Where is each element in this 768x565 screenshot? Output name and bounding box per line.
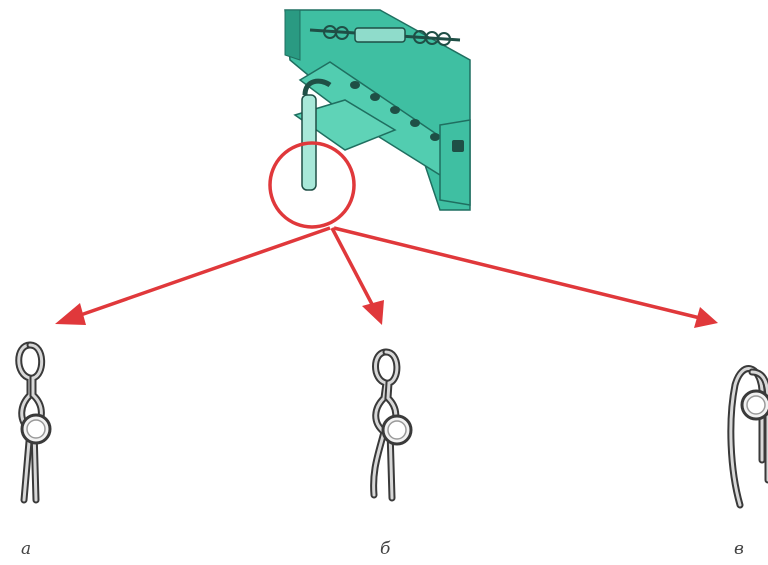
label-a: а	[21, 539, 32, 559]
hairpin-clip	[727, 365, 768, 509]
hitch-mechanism-illustration	[284, 9, 471, 211]
detail-highlight-circle	[268, 141, 356, 229]
arrow-to-v	[333, 226, 718, 328]
r-clip-pin-bent	[370, 348, 413, 502]
r-clip-pin	[15, 341, 52, 504]
pointer-arrows	[55, 226, 718, 328]
turnbuckle-chain	[309, 25, 461, 46]
label-b: б	[380, 539, 391, 559]
label-v: в	[734, 539, 744, 559]
arrow-to-a	[55, 226, 331, 325]
arrow-to-b	[330, 227, 384, 325]
